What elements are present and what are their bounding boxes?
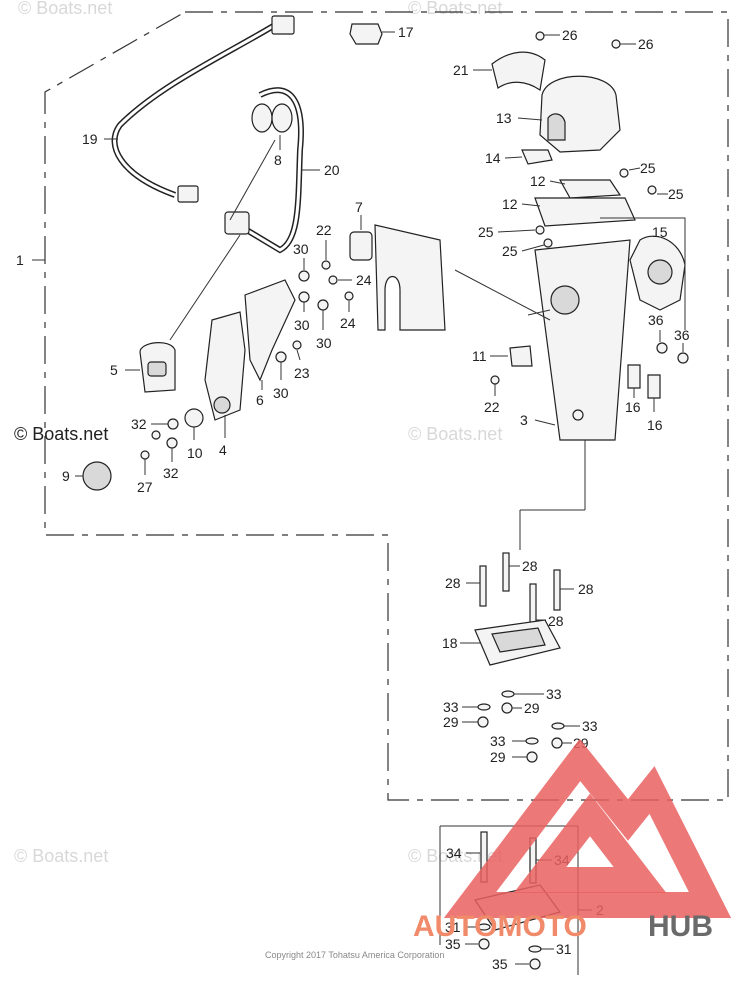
callout-label: 35	[492, 956, 508, 972]
callout-label: 31	[445, 919, 461, 935]
cover-strip-part	[491, 51, 546, 92]
callout-label: 25	[478, 224, 494, 240]
callout-label: 10	[187, 445, 203, 461]
callout-label: 14	[485, 150, 501, 166]
fasteners	[140, 31, 689, 460]
wire-cable	[224, 87, 304, 254]
callout-label: 16	[647, 417, 663, 433]
callout-label: 25	[668, 186, 684, 202]
bolts	[479, 552, 561, 627]
logo-text-hub: HUB	[648, 910, 713, 943]
callout-label: 30	[294, 317, 310, 333]
callout-label: 21	[453, 62, 469, 78]
logo-text-automoto: AUTOMOTO	[413, 910, 587, 943]
callout-label: 26	[562, 27, 578, 43]
callout-label: 28	[548, 613, 564, 629]
link-part	[244, 279, 296, 382]
callout-label: 4	[219, 442, 227, 458]
callout-label: 7	[355, 199, 363, 215]
watermark: © Boats.net	[14, 846, 108, 866]
callout-label: 15	[652, 224, 668, 240]
callout-label: 26	[638, 36, 654, 52]
callout-label: 36	[648, 312, 664, 328]
callout-label: 17	[398, 24, 414, 40]
callout-label: 28	[445, 575, 461, 591]
clip-part	[521, 149, 553, 165]
callout-label: 5	[110, 362, 118, 378]
grommet-part	[349, 23, 383, 45]
callout-label: 32	[163, 465, 179, 481]
callout-label: 32	[131, 416, 147, 432]
grommet-part	[349, 231, 373, 261]
callout-label: 3	[520, 412, 528, 428]
assembly-boundary	[44, 11, 729, 801]
callout-label: 33	[546, 686, 562, 702]
leader-line	[169, 234, 241, 341]
callout-label: 1	[16, 252, 24, 268]
callout-label: 20	[324, 162, 340, 178]
watermark: © Boats.net	[14, 424, 108, 444]
callout-label: 33	[443, 699, 459, 715]
callout-label: 35	[445, 936, 461, 952]
callout-label: 8	[274, 152, 282, 168]
callout-label: 16	[625, 399, 641, 415]
callout-label: 25	[640, 160, 656, 176]
callout-label: 29	[443, 714, 459, 730]
control-housing-part	[534, 239, 631, 441]
callout-label: 25	[502, 243, 518, 259]
callout-label: 27	[137, 479, 153, 495]
plate-part	[534, 197, 636, 227]
callout-label: 19	[82, 131, 98, 147]
leader-line	[454, 269, 551, 321]
watermark: © Boats.net	[408, 0, 502, 18]
knob-part	[82, 461, 112, 491]
callout-label: 33	[582, 718, 598, 734]
callout-label: 12	[502, 196, 518, 212]
callout-label: 34	[446, 845, 462, 861]
callout-label: 29	[490, 749, 506, 765]
callout-label: 29	[524, 700, 540, 716]
copyright-text: Copyright 2017 Tohatsu America Corporati…	[265, 950, 444, 960]
arm-part	[204, 311, 246, 421]
callout-label: 9	[62, 468, 70, 484]
bracket-part	[627, 364, 641, 389]
callout-label: 6	[256, 392, 264, 408]
plate-part	[558, 179, 622, 199]
bracket-part	[647, 374, 661, 399]
callout-label: 30	[293, 241, 309, 257]
bushing-part	[184, 408, 204, 428]
stopper-part	[509, 345, 533, 367]
callout-label: 11	[472, 348, 487, 364]
leader-line	[229, 139, 276, 221]
callout-label: 24	[356, 272, 372, 288]
callout-label: 24	[340, 315, 356, 331]
callout-label: 22	[316, 222, 332, 238]
callout-label: 33	[490, 733, 506, 749]
callout-label: 13	[496, 110, 512, 126]
leader-line	[600, 217, 686, 330]
callout-label: 28	[578, 581, 594, 597]
callout-label: 36	[674, 327, 690, 343]
callout-label: 12	[530, 173, 546, 189]
callout-label: 23	[294, 365, 310, 381]
callout-label: 30	[273, 385, 289, 401]
watermark: © Boats.net	[18, 0, 112, 18]
callout-label: 31	[556, 941, 572, 957]
callout-label: 18	[442, 635, 458, 651]
callout-label: 28	[522, 558, 538, 574]
watermark: © Boats.net	[408, 424, 502, 444]
callout-label: 30	[316, 335, 332, 351]
shaft-line	[527, 309, 551, 316]
callout-label: 22	[484, 399, 500, 415]
automotohub-logo: AUTOMOTO HUB	[413, 738, 732, 943]
nuts-washers	[477, 690, 565, 763]
watermark: © Boats.net	[408, 846, 502, 866]
gasket-part	[374, 224, 446, 331]
wire-harness	[111, 15, 295, 203]
